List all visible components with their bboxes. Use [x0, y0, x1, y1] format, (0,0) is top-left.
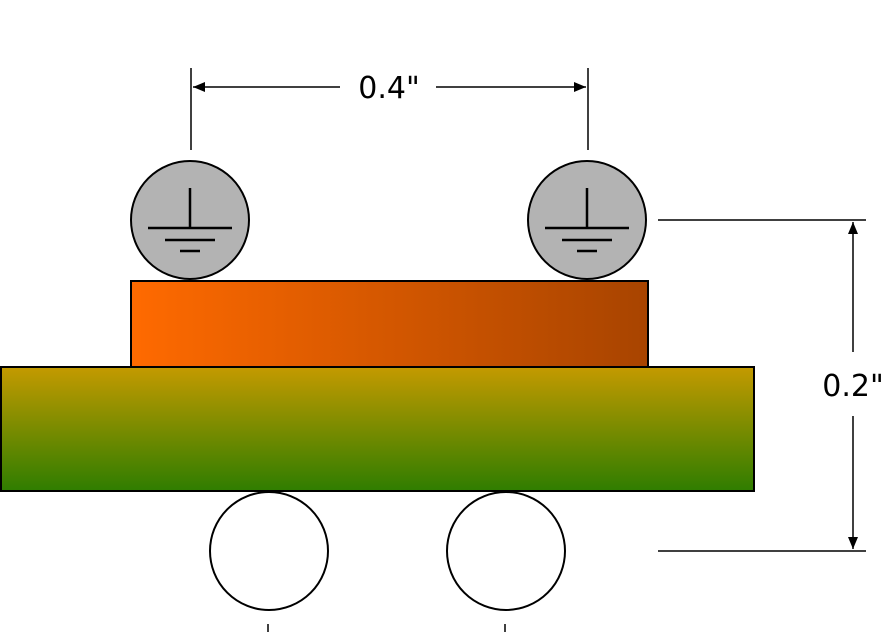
horizontal-dimension-label: 0.4": [358, 71, 420, 106]
support-roller-right: [446, 491, 566, 611]
vertical-dimension: 0.2": [658, 219, 884, 552]
ground-symbol-icon: [545, 188, 629, 253]
base-layer-block: [0, 366, 755, 492]
vertical-dimension-label: 0.2": [822, 369, 884, 404]
horizontal-dimension: 0.4": [190, 68, 589, 150]
top-layer-block: [130, 280, 649, 368]
electrode-left: [130, 160, 250, 280]
electrode-right: [527, 160, 647, 280]
support-roller-left: [209, 491, 329, 611]
ground-symbol-icon: [148, 188, 232, 253]
